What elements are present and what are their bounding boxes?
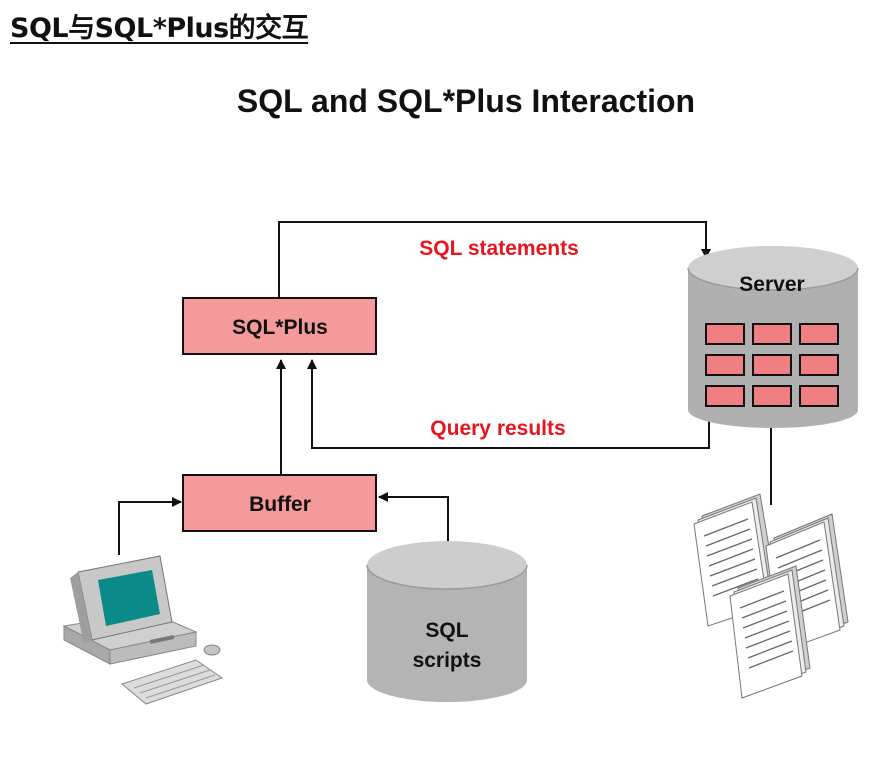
buffer-label: Buffer	[249, 493, 311, 516]
server-table-grid	[705, 323, 839, 407]
arrow-scripts-to-buffer	[378, 492, 449, 545]
sqlplus-label: SQL*Plus	[232, 316, 328, 339]
scripts-cylinder: SQL scripts	[366, 541, 528, 702]
arrow-sql-statements	[278, 221, 711, 298]
scripts-label-line1: SQL	[425, 619, 468, 642]
server-label: Server	[739, 273, 804, 296]
diagram-title: SQL and SQL*Plus Interaction	[237, 83, 695, 119]
arrow-query-results	[307, 359, 710, 449]
server-cylinder: Server	[687, 246, 859, 428]
arrow-computer-to-buffer	[118, 497, 182, 555]
buffer-box: Buffer	[182, 474, 377, 532]
page-heading: SQL与SQL*Plus的交互	[10, 13, 309, 44]
scripts-label-line2: scripts	[413, 649, 482, 672]
label-query-results: Query results	[430, 417, 565, 440]
label-sql-statements: SQL statements	[419, 237, 579, 260]
connectors	[118, 221, 772, 555]
sqlplus-box: SQL*Plus	[182, 297, 377, 355]
report-documents-icon	[693, 493, 849, 699]
computer-icon	[62, 555, 224, 705]
